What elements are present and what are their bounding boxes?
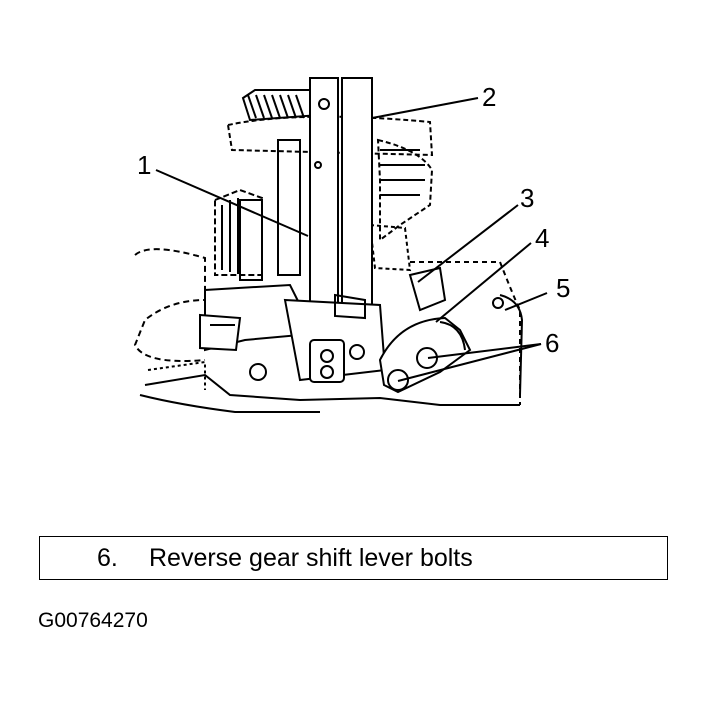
leader-line-6b bbox=[397, 343, 542, 382]
leader-line-2 bbox=[371, 97, 479, 119]
transmission-illustration bbox=[133, 77, 548, 413]
leader-line-4 bbox=[435, 242, 532, 323]
figure-id: G00764270 bbox=[38, 609, 148, 632]
callout-4: 4 bbox=[535, 223, 550, 253]
shift-rails bbox=[239, 77, 373, 319]
leader-line-5 bbox=[504, 292, 548, 311]
leader-line-3 bbox=[417, 204, 519, 283]
legend-text: Reverse gear shift lever bolts bbox=[149, 544, 473, 572]
legend-number: 6. bbox=[97, 544, 118, 572]
leader-lines bbox=[155, 97, 548, 382]
callout-5: 5 bbox=[556, 273, 571, 303]
callout-3: 3 bbox=[520, 183, 535, 213]
shift-fork bbox=[199, 283, 387, 383]
leader-line-1 bbox=[155, 169, 309, 237]
reverse-shift-lever bbox=[378, 266, 472, 394]
callout-2: 2 bbox=[482, 82, 497, 112]
callout-6: 6 bbox=[545, 328, 560, 358]
legend-box: 6. Reverse gear shift lever bolts bbox=[39, 536, 668, 580]
callout-1: 1 bbox=[137, 150, 152, 180]
leader-line-6a bbox=[427, 343, 542, 359]
gear-cluster bbox=[214, 89, 434, 276]
